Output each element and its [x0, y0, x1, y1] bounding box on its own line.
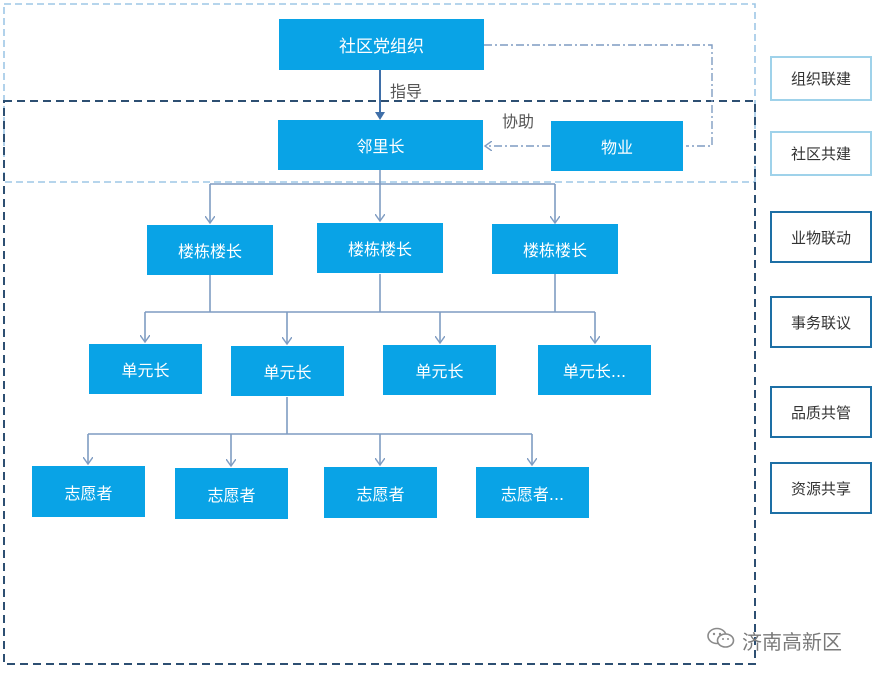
volunteer-node: 志愿者...: [476, 467, 589, 518]
volunteer-node: 志愿者: [32, 466, 145, 517]
volunteer-node: 志愿者: [324, 467, 437, 518]
unit-head-node: 单元长: [231, 346, 344, 396]
building-head-node: 楼栋楼长: [317, 223, 443, 273]
side-box-quality-manage: 品质共管: [770, 386, 872, 438]
party-org-node: 社区党组织: [279, 19, 484, 70]
unit-head-node: 单元长: [383, 345, 496, 395]
side-box-community-joint: 社区共建: [770, 131, 872, 176]
side-box-affairs-discuss: 事务联议: [770, 296, 872, 348]
side-box-business-link: 业物联动: [770, 211, 872, 263]
assist-label: 协助: [502, 112, 535, 131]
guide-label: 指导: [390, 82, 423, 101]
side-box-resource-share: 资源共享: [770, 462, 872, 514]
building-head-node: 楼栋楼长: [147, 225, 273, 275]
volunteer-node: 志愿者: [175, 468, 288, 519]
property-node: 物业: [551, 121, 683, 171]
neighbor-head-node: 邻里长: [278, 120, 483, 170]
unit-head-node: 单元长: [89, 344, 202, 394]
unit-head-node: 单元长...: [538, 345, 651, 395]
lower-dashed-box: [3, 100, 756, 665]
watermark: 济南高新区: [706, 626, 842, 655]
side-box-org-joint: 组织联建: [770, 56, 872, 101]
building-head-node: 楼栋楼长: [492, 224, 618, 274]
wechat-icon: [706, 626, 736, 655]
watermark-text: 济南高新区: [742, 630, 842, 654]
